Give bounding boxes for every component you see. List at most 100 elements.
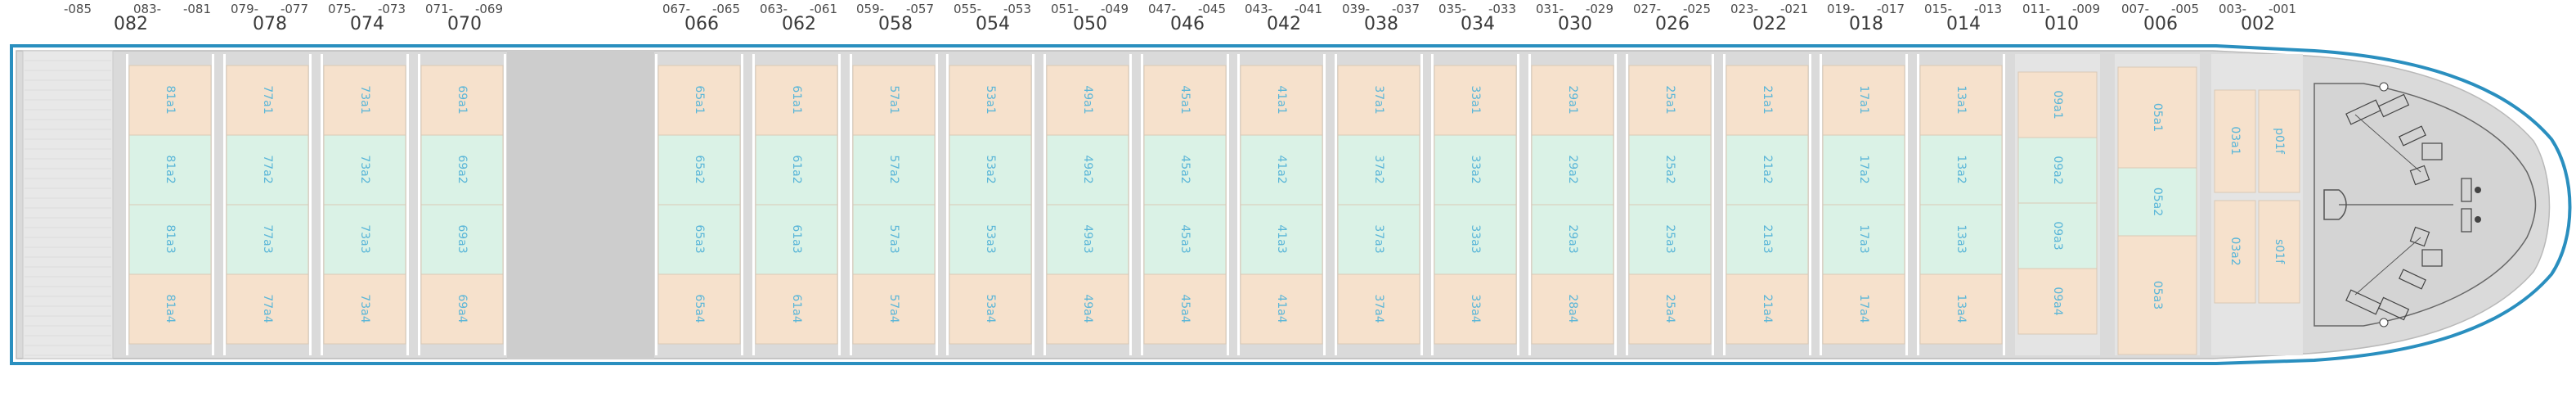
bay-post [936,54,938,355]
bay-post [850,54,852,355]
aft-deck-area [22,50,114,359]
slot-label: 69a1 [456,85,469,114]
bay-post [2003,54,2005,355]
slot-label: 33a4 [1469,294,1482,323]
bay-post [1237,54,1240,355]
bay-small-right-label: -053 [1003,2,1031,16]
anchor-pocket [2323,189,2347,220]
bay-small-right-label: -021 [1780,2,1808,16]
bay-small-left-label: 023- [1730,2,1758,16]
slot-label: 09a3 [2051,221,2064,250]
bay-small-right-label: -069 [475,2,503,16]
slot-label: 77a2 [261,155,274,183]
slot-label: 37a4 [1372,294,1385,323]
bow-deck-equipment [2313,82,2537,327]
slot-label: 05a2 [2151,187,2164,216]
slot-label: 65a3 [693,224,706,253]
slot-label: 69a3 [456,224,469,253]
bay-small-right-label: -017 [1877,2,1905,16]
slot-label: 41a4 [1275,294,1288,323]
bay-post [1335,54,1337,355]
slot-cell [420,65,504,136]
slot-label: 37a3 [1372,224,1385,253]
slot-label: 45a4 [1178,294,1192,323]
slot-label: 09a2 [2051,156,2064,184]
slot-cell [323,134,406,206]
bay-small-right-label: -029 [1586,2,1613,16]
slot-cell [1919,134,2003,206]
slot-cell [852,134,936,206]
bay-number-label: 002 [2241,14,2275,34]
slot-cell [657,204,741,275]
slot-label: 77a1 [261,85,274,114]
bay-number-label: 046 [1170,14,1205,34]
bay-number-label: 034 [1461,14,1495,34]
bay-post [1323,54,1326,355]
slot-cell [1726,134,1809,206]
slot-label: 29a1 [1566,85,1579,114]
slot-label: 69a2 [456,155,469,183]
bollard [2379,318,2389,327]
slot-label: 53a4 [984,294,997,323]
slot-cell [1919,65,2003,136]
slot-label: 25a4 [1663,294,1676,323]
slot-label: 29a3 [1566,224,1579,253]
slot-cell [323,65,406,136]
bay-post [1032,54,1034,355]
bay-number-label: 054 [976,14,1010,34]
bay-post [838,54,841,355]
slot-label: 61a1 [790,85,803,114]
bay-small-right-label: -057 [906,2,934,16]
bay-post [655,54,657,355]
slot-label: 81a1 [164,85,177,114]
bay-small-left-label: 079- [231,2,258,16]
bay-small-right-label: -049 [1101,2,1129,16]
windlass-part [2377,93,2410,118]
chain-stopper [2475,216,2481,223]
slot-label: 53a1 [984,85,997,114]
slot-cell [755,204,838,275]
slot-label: 49a3 [1081,224,1094,253]
bay-number-label: 006 [2143,14,2178,34]
slot-label: 29a2 [1566,155,1579,183]
slot-label: 25a1 [1663,85,1676,114]
windlass-part [2399,269,2426,290]
bay-number-label: 026 [1655,14,1690,34]
bay-post [1614,54,1617,355]
slot-cell [1919,273,2003,345]
bay-number-label: 074 [350,14,384,34]
bay-small-left-label: 027- [1633,2,1661,16]
bay-post [1809,54,1811,355]
slot-cell [1240,65,1323,136]
slot-cell [1240,273,1323,345]
bay-post [1517,54,1519,355]
slot-cell [852,65,936,136]
slot-cell [1822,273,1905,345]
slot-cell [1628,65,1712,136]
slot-cell [2017,202,2098,269]
bay-small-left-label: 039- [1342,2,1370,16]
chain-stopper [2475,187,2481,193]
slot-cell [1726,273,1809,345]
bay-small-left-label: 031- [1536,2,1564,16]
bay-small-left-label: 047- [1148,2,1176,16]
slot-cell [128,134,212,206]
slot-label: 81a2 [164,155,177,183]
bollard [2379,82,2389,92]
slot-cell [1240,134,1323,206]
windlass-part [2399,125,2426,147]
slot-cell [1143,204,1227,275]
slot-cell [2017,268,2098,335]
slot-label: 53a2 [984,155,997,183]
slot-label: 73a1 [358,85,371,114]
bay-post [1917,54,1919,355]
slot-label: 25a3 [1663,224,1676,253]
bay-small-left-label: 067- [662,2,690,16]
bay-post [1723,54,1726,355]
